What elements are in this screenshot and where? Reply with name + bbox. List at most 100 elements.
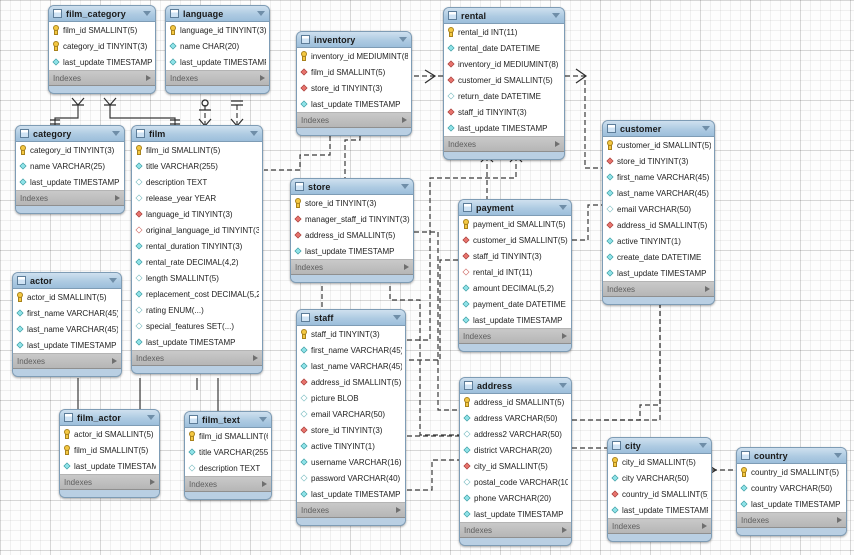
table-header-address[interactable]: address <box>460 378 571 394</box>
column-row[interactable]: last_update TIMESTAMP <box>60 458 159 474</box>
column-row[interactable]: phone VARCHAR(20) <box>460 490 571 506</box>
indexes-section-store[interactable]: Indexes <box>291 260 413 275</box>
column-row[interactable]: actor_id SMALLINT(5) <box>13 289 121 305</box>
table-header-customer[interactable]: customer <box>603 121 714 137</box>
column-row[interactable]: customer_id SMALLINT(5) <box>603 137 714 153</box>
indexes-section-rental[interactable]: Indexes <box>444 137 564 152</box>
column-row[interactable]: customer_id SMALLINT(5) <box>459 232 571 248</box>
column-row[interactable]: last_update TIMESTAMP <box>737 496 846 512</box>
column-row[interactable]: active TINYINT(1) <box>297 438 405 454</box>
expand-indexes-icon[interactable] <box>260 75 265 81</box>
table-header-category[interactable]: category <box>16 126 124 142</box>
indexes-section-address[interactable]: Indexes <box>460 523 571 538</box>
collapse-chevron-down-icon[interactable] <box>147 415 155 420</box>
column-row[interactable]: last_update TIMESTAMP <box>49 54 155 70</box>
column-row[interactable]: city VARCHAR(50) <box>608 470 711 486</box>
collapse-chevron-down-icon[interactable] <box>112 131 120 136</box>
column-row[interactable]: address VARCHAR(50) <box>460 410 571 426</box>
column-row[interactable]: address_id SMALLINT(5) <box>291 227 413 243</box>
column-row[interactable]: district VARCHAR(20) <box>460 442 571 458</box>
expand-indexes-icon[interactable] <box>253 355 258 361</box>
column-row[interactable]: city_id SMALLINT(5) <box>460 458 571 474</box>
column-row[interactable]: last_update TIMESTAMP <box>297 96 411 112</box>
column-row[interactable]: return_date DATETIME <box>444 88 564 104</box>
column-row[interactable]: release_year YEAR <box>132 190 262 206</box>
collapse-chevron-down-icon[interactable] <box>702 126 710 131</box>
column-row[interactable]: address_id SMALLINT(5) <box>460 394 571 410</box>
table-header-payment[interactable]: payment <box>459 200 571 216</box>
table-header-film[interactable]: film <box>132 126 262 142</box>
expand-indexes-icon[interactable] <box>705 286 710 292</box>
column-row[interactable]: description TEXT <box>185 460 271 476</box>
column-row[interactable]: staff_id TINYINT(3) <box>444 104 564 120</box>
column-row[interactable]: staff_id TINYINT(3) <box>297 326 405 342</box>
indexes-section-payment[interactable]: Indexes <box>459 329 571 344</box>
column-row[interactable]: special_features SET(...) <box>132 318 262 334</box>
indexes-section-language[interactable]: Indexes <box>166 71 269 86</box>
column-row[interactable]: manager_staff_id TINYINT(3) <box>291 211 413 227</box>
column-row[interactable]: postal_code VARCHAR(10) <box>460 474 571 490</box>
table-header-film_category[interactable]: film_category <box>49 6 155 22</box>
table-header-store[interactable]: store <box>291 179 413 195</box>
collapse-chevron-down-icon[interactable] <box>399 37 407 42</box>
column-row[interactable]: length SMALLINT(5) <box>132 270 262 286</box>
expand-indexes-icon[interactable] <box>112 358 117 364</box>
column-row[interactable]: inventory_id MEDIUMINT(8) <box>297 48 411 64</box>
table-header-film_text[interactable]: film_text <box>185 412 271 428</box>
table-header-country[interactable]: country <box>737 448 846 464</box>
expand-indexes-icon[interactable] <box>150 479 155 485</box>
column-row[interactable]: email VARCHAR(50) <box>603 201 714 217</box>
column-row[interactable]: inventory_id MEDIUMINT(8) <box>444 56 564 72</box>
column-row[interactable]: store_id TINYINT(3) <box>603 153 714 169</box>
column-row[interactable]: film_id SMALLINT(6) <box>185 428 271 444</box>
column-row[interactable]: payment_id SMALLINT(5) <box>459 216 571 232</box>
collapse-chevron-down-icon[interactable] <box>401 184 409 189</box>
indexes-section-category[interactable]: Indexes <box>16 191 124 206</box>
indexes-section-country[interactable]: Indexes <box>737 513 846 528</box>
collapse-chevron-down-icon[interactable] <box>109 278 117 283</box>
column-row[interactable]: create_date DATETIME <box>603 249 714 265</box>
collapse-chevron-down-icon[interactable] <box>250 131 258 136</box>
column-row[interactable]: address_id SMALLINT(5) <box>297 374 405 390</box>
collapse-chevron-down-icon[interactable] <box>559 383 567 388</box>
expand-indexes-icon[interactable] <box>562 333 567 339</box>
column-row[interactable]: store_id TINYINT(3) <box>291 195 413 211</box>
table-header-rental[interactable]: rental <box>444 8 564 24</box>
expand-indexes-icon[interactable] <box>262 481 267 487</box>
column-row[interactable]: city_id SMALLINT(5) <box>608 454 711 470</box>
column-row[interactable]: rental_duration TINYINT(3) <box>132 238 262 254</box>
column-row[interactable]: film_id SMALLINT(5) <box>132 142 262 158</box>
column-row[interactable]: category_id TINYINT(3) <box>49 38 155 54</box>
expand-indexes-icon[interactable] <box>555 141 560 147</box>
collapse-chevron-down-icon[interactable] <box>257 11 265 16</box>
indexes-section-actor[interactable]: Indexes <box>13 354 121 369</box>
column-row[interactable]: category_id TINYINT(3) <box>16 142 124 158</box>
column-row[interactable]: last_update TIMESTAMP <box>460 506 571 522</box>
table-header-inventory[interactable]: inventory <box>297 32 411 48</box>
column-row[interactable]: country_id SMALLINT(5) <box>608 486 711 502</box>
column-row[interactable]: last_name VARCHAR(45) <box>297 358 405 374</box>
column-row[interactable]: customer_id SMALLINT(5) <box>444 72 564 88</box>
indexes-section-city[interactable]: Indexes <box>608 519 711 534</box>
collapse-chevron-down-icon[interactable] <box>552 13 560 18</box>
collapse-chevron-down-icon[interactable] <box>559 205 567 210</box>
column-row[interactable]: replacement_cost DECIMAL(5,2) <box>132 286 262 302</box>
expand-indexes-icon[interactable] <box>404 264 409 270</box>
indexes-section-film[interactable]: Indexes <box>132 351 262 366</box>
collapse-chevron-down-icon[interactable] <box>834 453 842 458</box>
column-row[interactable]: language_id TINYINT(3) <box>166 22 269 38</box>
column-row[interactable]: title VARCHAR(255) <box>185 444 271 460</box>
column-row[interactable]: last_update TIMESTAMP <box>459 312 571 328</box>
expand-indexes-icon[interactable] <box>115 195 120 201</box>
column-row[interactable]: film_id SMALLINT(5) <box>297 64 411 80</box>
